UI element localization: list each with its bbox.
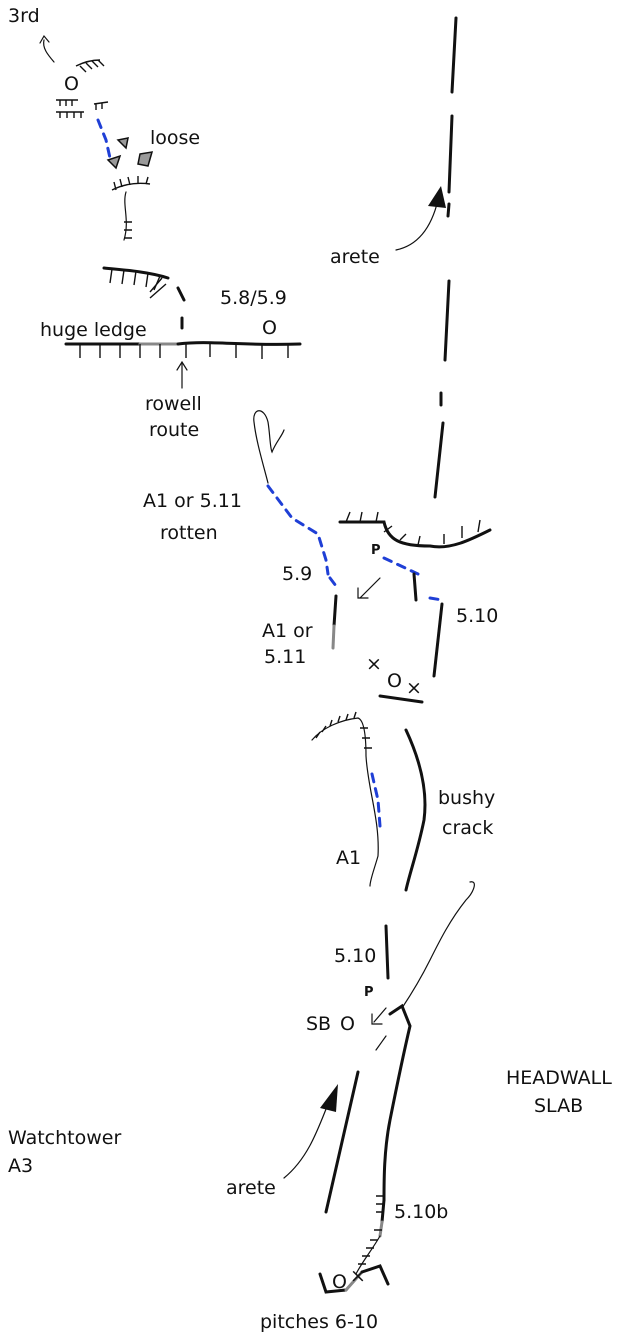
pin-p-middle: P — [371, 543, 381, 558]
belay-top: O — [64, 73, 79, 95]
belay-sb: O — [340, 1013, 355, 1035]
huge-ledge-right — [176, 341, 302, 346]
label-rotten: rotten — [160, 522, 218, 544]
loose-rock-1 — [116, 137, 129, 150]
label-headwall: HEADWALL — [506, 1067, 612, 1089]
crack-top — [123, 191, 127, 241]
label-3rd: 3rd — [8, 5, 40, 27]
arete-line-4 — [433, 421, 445, 499]
aid-pitch-top — [96, 118, 112, 160]
label-510b: 5.10b — [394, 1201, 448, 1223]
roof-upper — [102, 266, 170, 280]
bolt-x-1: × — [366, 653, 382, 675]
label-pitches: pitches 6-10 — [260, 1311, 378, 1333]
crack-bushy — [404, 728, 427, 892]
crack-rotten — [253, 410, 285, 484]
arrow-3rd-head — [39, 34, 50, 44]
arete-pointer-top — [395, 199, 439, 251]
belay-ledge-bottom-right — [360, 1264, 390, 1286]
label-crack: crack — [442, 817, 493, 839]
label-sb: SB — [306, 1013, 331, 1035]
label-loose: loose — [150, 127, 200, 149]
crack-headwall — [382, 1003, 412, 1202]
aid-pitch-rotten — [266, 484, 330, 576]
bolt-x-bottom: × — [350, 1265, 366, 1287]
arete-pointer-bottom — [283, 1103, 329, 1179]
arete-line-lower — [324, 1070, 360, 1214]
loose-rock-2 — [106, 154, 122, 170]
crack-510-lower — [384, 924, 390, 980]
ledge-ticks-left — [56, 99, 84, 118]
label-59: 5.9 — [282, 563, 312, 585]
descent-arrow — [359, 577, 381, 599]
label-rowell: rowell — [145, 393, 202, 415]
belay-huge-ledge: O — [262, 317, 277, 339]
label-arete-top: arete — [330, 246, 380, 268]
arete-line-1 — [450, 16, 458, 94]
label-huge-ledge: huge ledge — [40, 319, 147, 341]
crack-510 — [432, 602, 444, 678]
belay-ledge-mid — [378, 694, 424, 704]
arete-line-2 — [447, 114, 454, 194]
belay-ledge-bottom-left — [318, 1272, 348, 1294]
label-a3: A3 — [8, 1155, 33, 1177]
label-a1-511-top: A1 or 5.11 — [143, 490, 242, 512]
belay-mid: O — [387, 670, 402, 692]
label-route: route — [149, 419, 199, 441]
label-a1: A1 — [336, 847, 361, 869]
label-bushy: bushy — [438, 787, 495, 809]
arrow-3rd — [43, 39, 55, 63]
arete-line-3 — [443, 279, 451, 362]
crack-thin-right — [401, 881, 475, 1009]
label-a1-or: A1 or — [262, 620, 313, 642]
roof-middle — [338, 520, 492, 549]
label-arete-bottom: arete — [226, 1177, 276, 1199]
label-511: 5.11 — [264, 646, 306, 668]
label-slab: SLAB — [534, 1095, 583, 1117]
label-watchtower: Watchtower — [8, 1127, 121, 1149]
label-510-lower: 5.10 — [334, 945, 376, 967]
pin-p-lower: P — [364, 985, 374, 1000]
crack-a1 — [311, 717, 379, 887]
loose-rock-3 — [137, 151, 154, 167]
label-510-mid: 5.10 — [456, 605, 498, 627]
bolt-x-2: × — [406, 677, 422, 699]
belay-bottom: O — [332, 1271, 347, 1293]
label-58-59: 5.8/5.9 — [220, 287, 287, 309]
